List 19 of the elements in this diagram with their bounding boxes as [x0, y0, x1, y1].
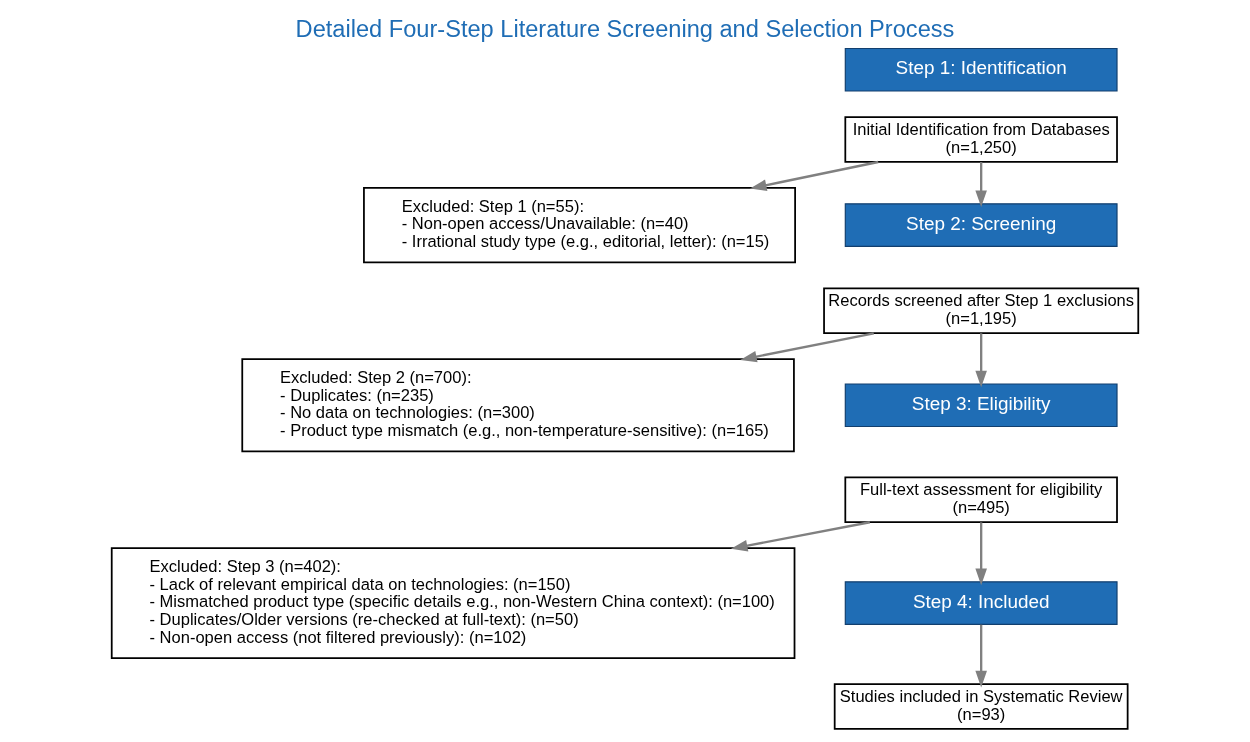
node-box: Studies included in Systematic Review (n=93) [833, 683, 1129, 730]
node-box: Step 4: Included [844, 581, 1118, 625]
arrow [975, 162, 987, 207]
arrow [750, 160, 879, 191]
node-box: Excluded: Step 2 (n=700): - Duplicates: (n=235) - No data on technologies: (n=300) - Product type mismatch (e.g., non-temperature-sensitive): (n=165) [241, 358, 795, 453]
arrow [975, 333, 987, 388]
node-box: Excluded: Step 3 (n=402): - Lack of relevant empirical data on technologies: (n=150) - Mismatched product type (specific details e.g., non-Western China context): (n=100) - Duplicates/Older versions (re-checked at full-text): (n=50) - Non-open access (not filtered previously): (n=102) [110, 547, 796, 659]
arrow [730, 521, 871, 552]
node-box: Excluded: Step 1 (n=55): - Non-open access/Unavailable: (n=40) - Irrational study type (e.g., editorial, letter): (n=15) [363, 187, 796, 264]
arrow [740, 332, 874, 363]
diagram-title: Detailed Four-Step Literature Screening and Selection Process [295, 15, 955, 42]
node-box: Step 1: Identification [844, 47, 1118, 92]
node-box: Records screened after Step 1 exclusions (n=1,195) [823, 287, 1140, 335]
arrow [975, 522, 987, 586]
node-box: Initial Identification from Databases (n=1,250) [844, 116, 1118, 163]
node-box: Step 2: Screening [844, 203, 1118, 247]
arrow [975, 624, 987, 688]
node-box: Full-text assessment for eligibility (n=495) [844, 476, 1118, 524]
node-box: Step 3: Eligibility [844, 383, 1118, 428]
